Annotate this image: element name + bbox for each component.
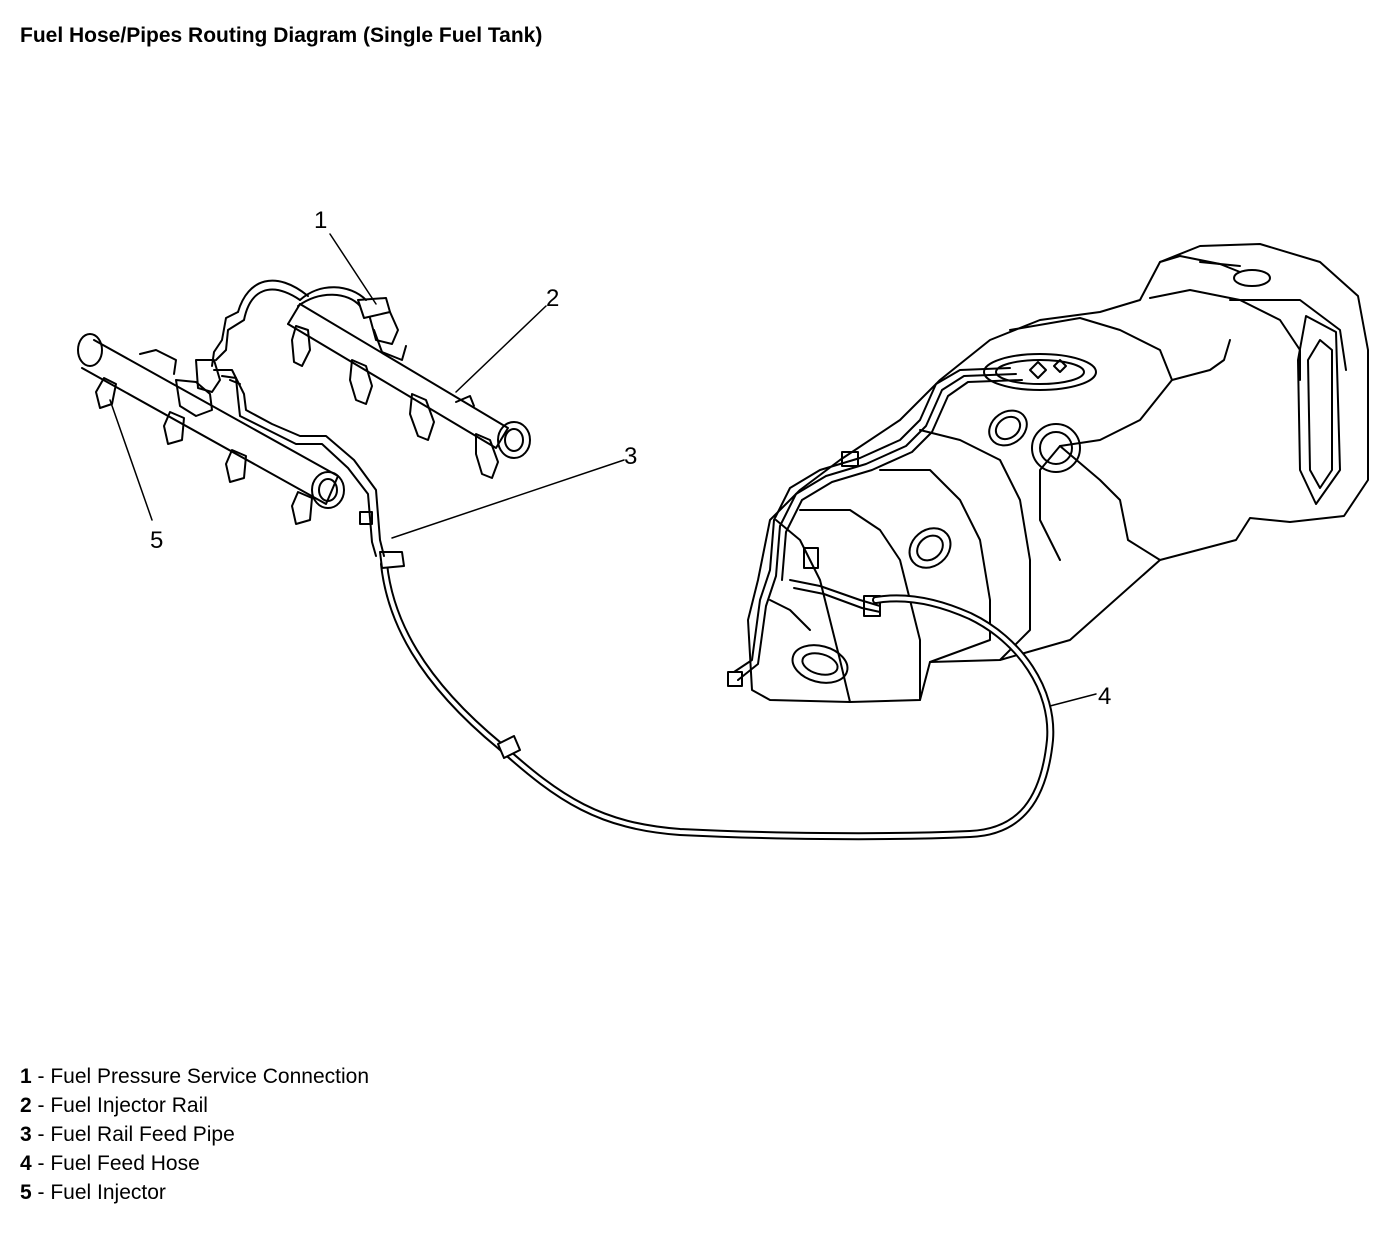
legend-item: 1 - Fuel Pressure Service Connection — [20, 1062, 369, 1091]
legend-item: 4 - Fuel Feed Hose — [20, 1149, 369, 1178]
legend-item: 5 - Fuel Injector — [20, 1178, 369, 1207]
legend-separator: - — [31, 1065, 51, 1088]
callout-2: 2 — [546, 285, 559, 312]
legend-label: Fuel Injector Rail — [50, 1094, 208, 1117]
fuel-injector-rail-rear — [211, 279, 531, 459]
callout-3: 3 — [624, 443, 637, 470]
legend-number: 3 — [20, 1123, 32, 1146]
fuel-injector-front — [95, 377, 313, 525]
tank-fuel-lines — [727, 261, 1241, 687]
callout-4: 4 — [1098, 683, 1111, 710]
legend-label: Fuel Rail Feed Pipe — [50, 1123, 235, 1146]
fuel-injector-rear — [291, 325, 499, 479]
fuel-tank — [747, 243, 1369, 703]
legend-label: Fuel Feed Hose — [50, 1152, 200, 1175]
fuel-injector-rail-front — [77, 333, 345, 509]
parts-legend: 1 - Fuel Pressure Service Connection 2 -… — [20, 1062, 369, 1207]
legend-separator: - — [31, 1123, 51, 1146]
legend-separator: - — [31, 1181, 51, 1204]
legend-number: 2 — [20, 1094, 32, 1117]
callout-1: 1 — [314, 207, 327, 234]
legend-separator: - — [31, 1152, 51, 1175]
legend-number: 1 — [20, 1065, 32, 1088]
legend-number: 4 — [20, 1152, 32, 1175]
legend-item: 2 - Fuel Injector Rail — [20, 1091, 369, 1120]
fuel-routing-drawing: 1 2 3 4 5 — [77, 207, 1369, 841]
callout-leaders — [109, 233, 1097, 707]
legend-label: Fuel Pressure Service Connection — [50, 1065, 370, 1088]
legend-item: 3 - Fuel Rail Feed Pipe — [20, 1120, 369, 1149]
legend-separator: - — [31, 1094, 51, 1117]
fuel-feed-hose — [379, 551, 1055, 841]
callout-5: 5 — [150, 527, 163, 554]
fuel-rail-feed-pipe — [213, 369, 385, 557]
legend-label: Fuel Injector — [50, 1181, 166, 1204]
fuel-pressure-service-connection — [357, 297, 407, 361]
legend-number: 5 — [20, 1181, 32, 1204]
diagram-title: Fuel Hose/Pipes Routing Diagram (Single … — [20, 24, 543, 47]
